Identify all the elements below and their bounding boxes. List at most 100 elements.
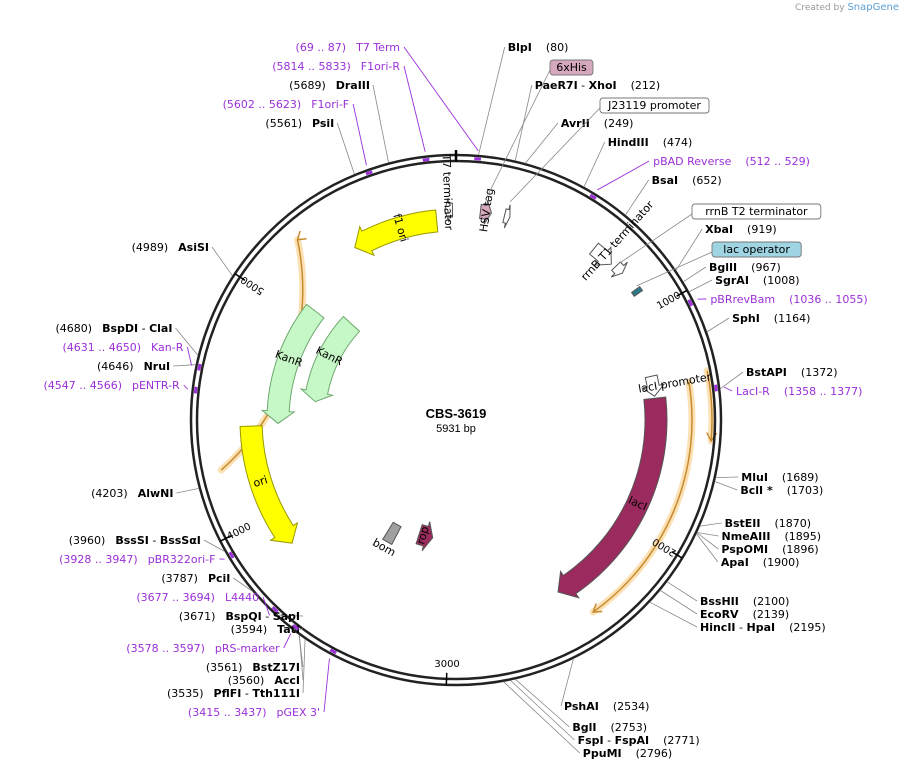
boxed-feature-j23119-promoter[interactable]: J23119 promoter [509,97,710,202]
feature-lac-operator [630,285,644,297]
site-name: XbaI [705,223,733,236]
site-psii[interactable]: (5561)PsiI [265,117,355,175]
site-hincii[interactable]: HincII - HpaI(2195) [649,601,826,634]
site-blpi[interactable]: BlpI(80) [478,41,569,156]
primer-f1ori-r[interactable]: (5814 .. 5833)F1ori-R [272,60,430,162]
site-apai[interactable]: ApaI(1900) [696,533,799,569]
feature-kanr [299,315,361,403]
site-label: XbaI(919) [705,223,776,236]
site-coord: (1372) [801,366,838,379]
site-hindiii[interactable]: HindIII(474) [583,136,692,188]
boxed-feature-rrnb-t2-terminator[interactable]: rrnB T2 terminator [617,203,822,265]
feature-bom [382,521,402,546]
primer-mark [365,170,373,176]
primer-name: pBR322ori-F [148,553,216,566]
site-bglii[interactable]: BglII(967) [683,261,781,283]
primer-label: (5814 .. 5833)F1ori-R [272,60,400,73]
primer-t7-term[interactable]: (69 .. 87)T7 Term [296,41,482,161]
site-leader [302,639,306,694]
site-sgrai[interactable]: SgrAI(1008) [688,274,799,293]
site-leader [660,590,698,615]
site-bsshii[interactable]: BssHII(2100) [666,581,789,608]
site-pshai[interactable]: PshAI(2534) [560,658,649,713]
primer-l4440[interactable]: (3677 .. 3694)L4440 [136,591,279,616]
site-name-2: XhoI [589,79,617,92]
site-xbai[interactable]: XbaI(919) [675,223,777,271]
site-pcii[interactable]: (3787)PciI [161,572,253,592]
primer-label: LacI-R(1358 .. 1377) [736,385,862,398]
primer-leader [186,346,192,366]
site-pspomi[interactable]: PspOMI(1896) [696,532,819,556]
primer-pgex-3[interactable]: (3415 .. 3437)pGEX 3' [188,648,337,719]
feature-laci-promoter [640,374,666,397]
primer-prs-marker[interactable]: (3578 .. 3597)pRS-marker [126,623,300,655]
site-separator: - [262,610,273,623]
primer-mark [193,386,198,394]
site-name: FspI [578,734,604,747]
site-tati[interactable]: (3594)TatI [231,623,304,636]
site-bsssi[interactable]: (3960)BssSI - BssSαI [69,534,225,552]
site-bcli[interactable]: BclI *(1703) [714,481,824,497]
site-fspi[interactable]: FspI - FspAI(2771) [510,680,700,747]
site-name: PaeR7I [535,79,578,92]
site-pflfi[interactable]: (3535)PflFI - Tth111I [167,639,306,700]
primer-pentr-r[interactable]: (4547 .. 4566)pENTR-R [43,379,198,394]
primer-mark [589,193,597,200]
primer-pbrrevbam[interactable]: pBRrevBam(1036 .. 1055) [687,293,868,307]
primer-mark [474,157,482,161]
primer-f1ori-f[interactable]: (5602 .. 5623)F1ori-F [223,98,373,176]
site-leader [211,246,233,277]
site-label: PspOMI(1896) [721,543,818,556]
site-ppumi[interactable]: PpuMI(2796) [503,681,673,760]
site-coord: (2534) [613,700,650,713]
orf-line-1 [706,370,713,441]
site-bsai[interactable]: BsaI(652) [625,174,722,216]
site-coord: (3671) [179,610,216,623]
site-nrui[interactable]: (4646)NruI [97,360,196,373]
primer-leader [403,46,479,152]
primer-label: (3578 .. 3597)pRS-marker [126,642,280,655]
site-coord: (5689) [289,79,326,92]
primer-pbad-reverse[interactable]: pBAD Reverse(512 .. 529) [589,155,810,200]
site-alwni[interactable]: (4203)AlwNI [91,487,200,500]
primer-range: (1036 .. 1055) [789,293,868,306]
boxed-feature-6xhis[interactable]: 6xHis [486,59,594,198]
site-bstapi[interactable]: BstAPI(1372) [719,366,838,390]
primer-kan-r[interactable]: (4631 .. 4650)Kan-R [62,341,202,371]
site-bspqi[interactable]: (3671)BspQI - SapI [179,610,304,623]
site-name: BlpI [508,41,532,54]
site-bspdi[interactable]: (4680)BspDI - ClaI [56,322,199,356]
primer-layer: (69 .. 87)T7 Term pBAD Reverse(512 .. 529… [43,41,867,719]
site-label: PshAI(2534) [564,700,649,713]
tick-label: 5000 [239,273,266,296]
primer-name: F1ori-R [361,60,401,73]
site-mlui[interactable]: MluI(1689) [715,471,819,484]
primer-laci-r[interactable]: LacI-R(1358 .. 1377) [714,384,863,398]
boxed-feature-lac-operator[interactable]: lac operator [636,241,802,287]
site-acci[interactable]: (3560)AccI [228,634,304,687]
site-leader [699,522,722,527]
feature-hsv-tag [479,200,492,225]
site-nmeaiii[interactable]: NmeAIII(1895) [696,530,821,543]
site-bgli[interactable]: BglI(2753) [515,678,647,734]
site-bsteii[interactable]: BstEII(1870) [699,517,811,530]
site-bstz17i[interactable]: (3561)BstZ17I [206,634,304,674]
site-draiii[interactable]: (5689)DraIII [289,79,389,163]
site-leader [666,581,698,602]
site-ecorv[interactable]: EcoRV(2139) [660,590,789,621]
site-coord: (3960) [69,534,106,547]
site-paer7i[interactable]: PaeR7I - XhoI(212) [514,79,661,161]
site-coord: (1870) [774,517,811,530]
plasmid-length: 5931 bp [436,423,476,435]
site-leader [478,46,506,156]
site-coord: (212) [631,79,661,92]
site-sphi[interactable]: SphI(1164) [706,312,810,333]
feature-leader [509,107,601,202]
site-name: HindIII [608,136,649,149]
site-coord: (1703) [787,484,824,497]
site-coord: (2195) [789,621,826,634]
primer-leader [403,65,426,152]
primer-name: pRS-marker [215,642,280,655]
primer-pbr322ori-f[interactable]: (3928 .. 3947)pBR322ori-F [59,551,235,566]
site-asisi[interactable]: (4989)AsiSI [132,241,233,277]
